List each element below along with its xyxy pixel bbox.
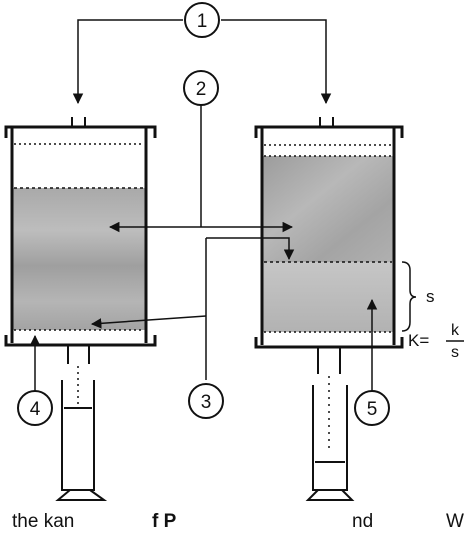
callout-3: 3	[188, 383, 224, 419]
right-bottom-cap	[254, 337, 404, 349]
caption-fragment-1: the kan	[12, 511, 75, 532]
callout-2: 2	[183, 70, 219, 106]
s-label: s	[426, 287, 435, 306]
left-bottom-cap	[4, 335, 157, 347]
right-top-cap	[254, 125, 404, 138]
callout-4: 4	[17, 390, 53, 426]
permeability-formula: K= k s	[408, 322, 464, 361]
caption-fragment-2: f P	[152, 511, 177, 532]
right-soil-upper	[262, 156, 394, 262]
left-soil-sample	[12, 188, 146, 330]
callout-2-label: 2	[196, 79, 207, 100]
callout-3-leaders	[90, 237, 295, 380]
left-permeameter	[4, 117, 157, 408]
caption-fragment-4: W	[446, 511, 464, 532]
callout-5: 5	[354, 390, 390, 426]
s-bracket	[401, 261, 417, 332]
left-top-cap	[4, 125, 157, 138]
right-graduated-cylinder	[305, 385, 355, 501]
formula-denominator: s	[451, 344, 459, 361]
formula-prefix: K=	[408, 331, 429, 350]
callout-1-leaders	[72, 19, 332, 105]
callout-1-label: 1	[197, 11, 208, 32]
formula-numerator: k	[451, 322, 460, 339]
left-graduated-cylinder	[55, 380, 108, 501]
callout-1: 1	[184, 2, 220, 38]
callout-5-label: 5	[367, 399, 378, 420]
right-soil-lower	[262, 262, 394, 332]
callout-3-label: 3	[201, 392, 212, 413]
caption-fragment-3: nd	[352, 511, 374, 532]
callout-2-leaders	[108, 105, 294, 233]
callout-4-label: 4	[30, 399, 41, 420]
caption-fragment: the kan f P nd W	[0, 508, 474, 539]
right-permeameter	[254, 117, 404, 450]
